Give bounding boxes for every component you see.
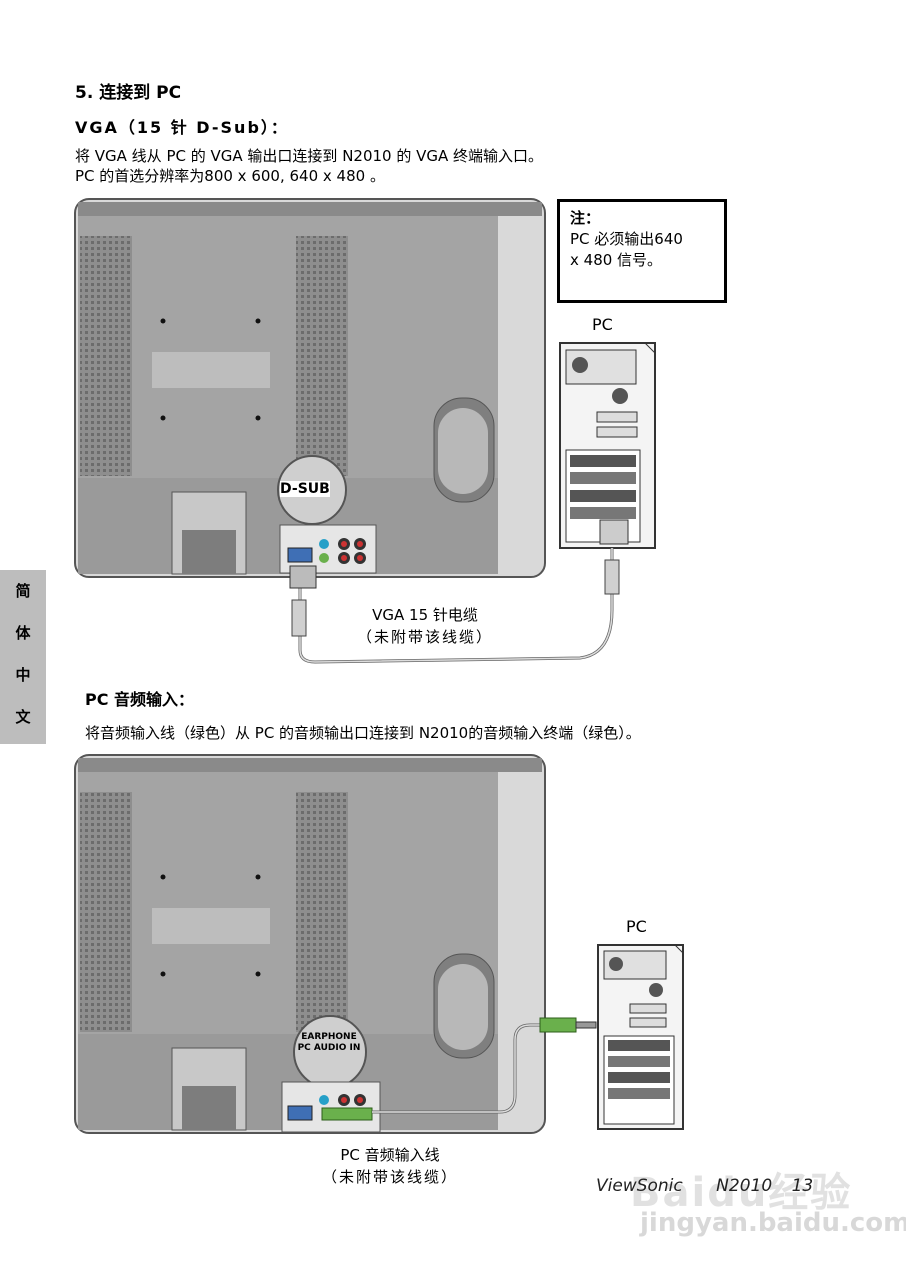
note-line-1: PC 必须输出640 [570, 230, 683, 248]
note-line-2: x 480 信号。 [570, 251, 663, 269]
watermark-logo: Baidu经验 [630, 1170, 853, 1216]
language-char-3: 中 [15, 666, 31, 684]
vga-cable-line-1: VGA 15 针电缆 [372, 606, 478, 624]
vga-line-1: 将 VGA 线从 PC 的 VGA 输出口连接到 N2010 的 VGA 终端输… [75, 147, 544, 165]
audio-port-label: EARPHONE PC AUDIO IN [297, 1032, 361, 1054]
footer-brand: ViewSonic [596, 1176, 683, 1196]
language-char-2: 体 [15, 624, 31, 642]
pc-tower [559, 342, 656, 549]
vga-cable-line-2: （未附带该线缆） [356, 628, 493, 646]
audio-description: 将音频输入线（绿色）从 PC 的音频输出口连接到 N2010的音频输入终端（绿色… [85, 724, 641, 742]
audio-port-line-1: EARPHONE [301, 1032, 357, 1042]
audio-cable-line-2: （未附带该线缆） [321, 1168, 458, 1186]
language-char-1: 简 [15, 582, 31, 600]
vga-cable-label: VGA 15 针电缆 （未附带该线缆） [330, 604, 520, 648]
language-tab: 简 体 中 文 [0, 570, 46, 744]
vga-line-2: PC 的首选分辨率为800 x 600, 640 x 480 。 [75, 167, 385, 185]
vga-pc-label: PC [592, 315, 613, 334]
note-box: 注： PC 必须输出640 x 480 信号。 [557, 199, 727, 303]
section-title: 5. 连接到 PC [75, 83, 182, 103]
page-footer: ViewSonic N2010 13 [596, 1176, 813, 1196]
audio-pc-label: PC [626, 917, 647, 936]
vga-subtitle: VGA（15 针 D-Sub）： [75, 118, 289, 137]
dsub-port-label: D-SUB [280, 481, 330, 497]
audio-cable-line-1: PC 音频输入线 [340, 1146, 440, 1164]
footer-page-number: 13 [791, 1176, 814, 1196]
audio-port-line-2: PC AUDIO IN [297, 1043, 361, 1053]
vga-instructions: 将 VGA 线从 PC 的 VGA 输出口连接到 N2010 的 VGA 终端输… [75, 146, 543, 186]
audio-subtitle: PC 音频输入： [85, 690, 195, 709]
pc-tower-audio [597, 944, 684, 1130]
language-char-4: 文 [15, 708, 31, 726]
audio-cable-label: PC 音频输入线 （未附带该线缆） [300, 1144, 480, 1188]
watermark-url: jingyan.baidu.com [640, 1208, 906, 1238]
monitor-back [74, 198, 546, 578]
monitor-back-audio [74, 754, 546, 1134]
footer-model: N2010 [716, 1176, 773, 1196]
note-title: 注： [570, 209, 601, 227]
